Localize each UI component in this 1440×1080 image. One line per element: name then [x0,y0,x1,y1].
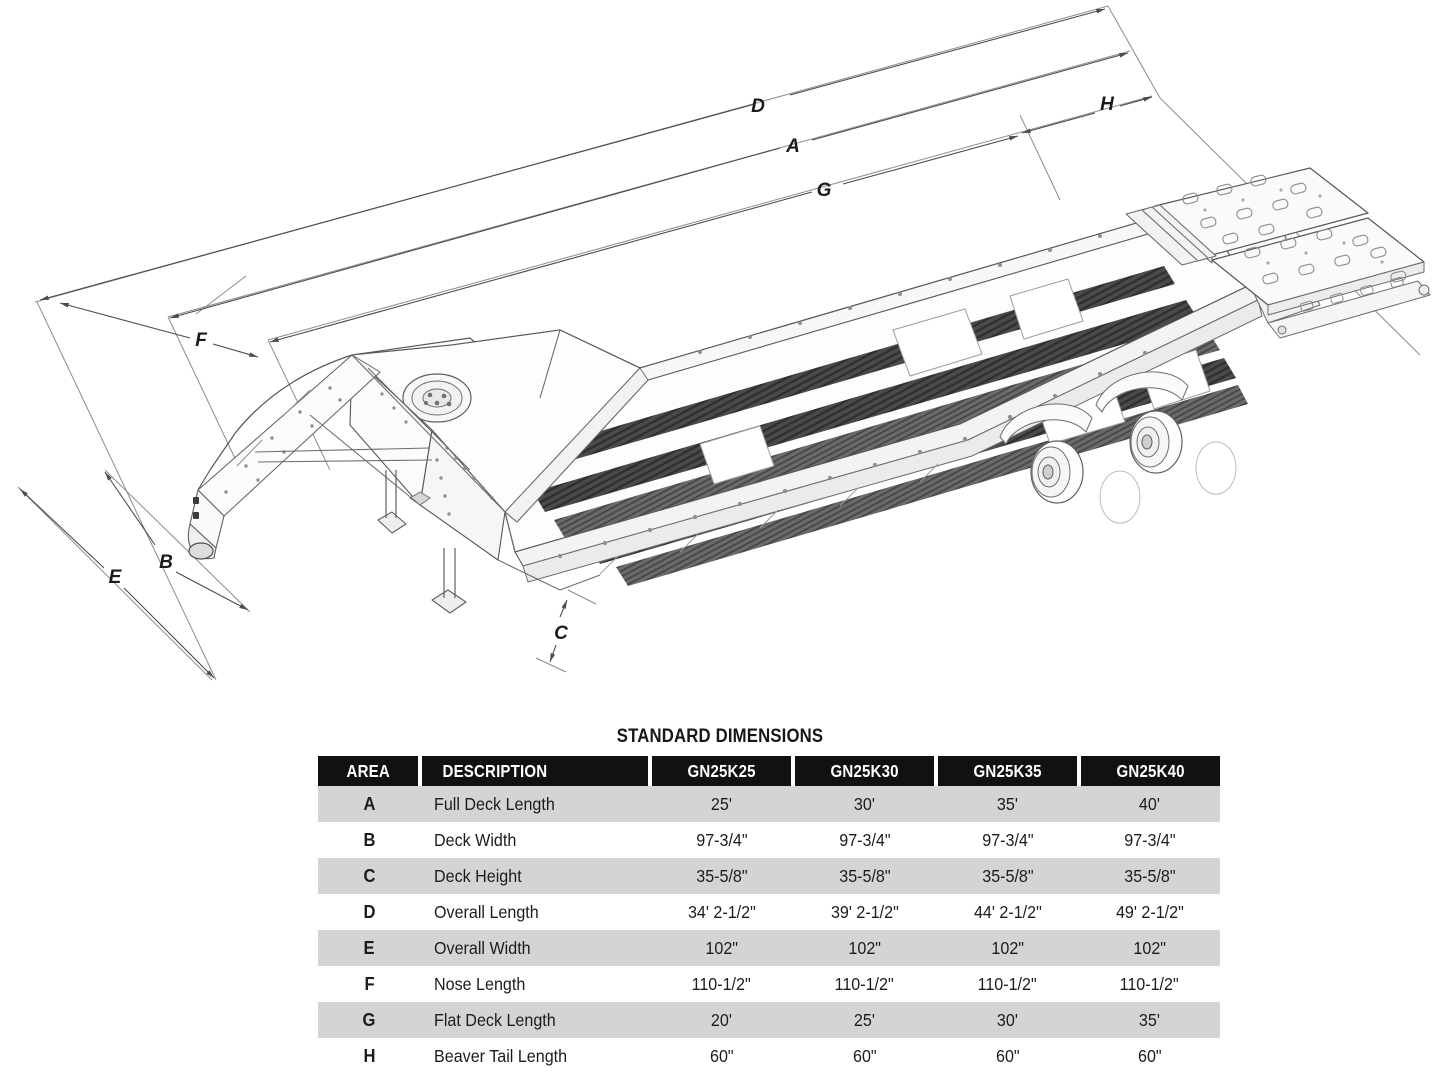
row-description-h: Beaver Tail Length [420,1038,650,1074]
table-title: STANDARD DIMENSIONS [616,726,824,747]
row-description-b: Deck Width [420,822,650,858]
row-description-g: Flat Deck Length [420,1002,650,1038]
table-row: D Overall Length 34' 2-1/2" 39' 2-1/2" 4… [318,894,1220,930]
row-c-gn25k30: 35-5/8" [793,858,936,894]
table-row: E Overall Width 102" 102" 102" 102" [318,930,1220,966]
row-description-d: Overall Length [420,894,650,930]
dim-label-D: D [751,96,765,117]
column-header-gn25k40: GN25K40 [1079,756,1220,786]
wheel-rear [1129,410,1183,474]
row-c-gn25k40: 35-5/8" [1079,858,1220,894]
row-c-gn25k25: 35-5/8" [650,858,793,894]
row-description-f: Nose Length [420,966,650,1002]
row-area-e: E [318,930,420,966]
gooseneck-coupler [188,489,225,560]
column-header-area: AREA [318,756,420,786]
column-header-description: DESCRIPTION [420,756,650,786]
rail-rivets [557,350,1148,559]
cross-members [599,463,939,575]
row-area-d: D [318,894,420,930]
row-d-gn25k40: 49' 2-1/2" [1079,894,1220,930]
row-b-gn25k25: 97-3/4" [650,822,793,858]
row-h-gn25k35: 60" [936,1038,1079,1074]
row-h-gn25k40: 60" [1079,1038,1220,1074]
dim-label-G: G [817,180,832,201]
row-area-h: H [318,1038,420,1074]
row-a-gn25k25: 25' [650,786,793,822]
dim-label-E: E [109,567,123,588]
row-description-e: Overall Width [420,930,650,966]
gooseneck-truss [254,354,506,513]
row-f-gn25k30: 110-1/2" [793,966,936,1002]
table-row: C Deck Height 35-5/8" 35-5/8" 35-5/8" 35… [318,858,1220,894]
table-row: A Full Deck Length 25' 30' 35' 40' [318,786,1220,822]
dimension-labels: D A G H F E B C [109,94,1115,644]
row-e-gn25k40: 102" [1079,930,1220,966]
row-e-gn25k35: 102" [936,930,1079,966]
column-header-gn25k25: GN25K25 [650,756,793,786]
row-area-f: F [318,966,420,1002]
table-row: H Beaver Tail Length 60" 60" 60" 60" [318,1038,1220,1074]
dim-label-A: A [785,136,800,157]
gooseneck-arm-top [197,354,353,491]
dim-label-H: H [1100,94,1115,115]
standard-dimensions-section: STANDARD DIMENSIONS AREA DESCRIPTION GN2… [318,726,1220,1074]
table-header-row: AREA DESCRIPTION GN25K25 GN25K30 GN25K35… [318,756,1220,786]
row-h-gn25k30: 60" [793,1038,936,1074]
column-header-gn25k30: GN25K30 [793,756,936,786]
row-f-gn25k35: 110-1/2" [936,966,1079,1002]
row-g-gn25k35: 30' [936,1002,1079,1038]
row-d-gn25k30: 39' 2-1/2" [793,894,936,930]
rear-bumper [1267,276,1431,339]
row-description-c: Deck Height [420,858,650,894]
row-g-gn25k25: 20' [650,1002,793,1038]
row-d-gn25k25: 34' 2-1/2" [650,894,793,930]
row-area-g: G [318,1002,420,1038]
axle-assembly [999,371,1237,524]
standard-dimensions-table: AREA DESCRIPTION GN25K25 GN25K30 GN25K35… [318,756,1220,1074]
row-f-gn25k40: 110-1/2" [1079,966,1220,1002]
row-area-c: C [318,858,420,894]
landing-gear [377,470,467,614]
trailer-isometric-svg: D A G H F E B C [17,5,1431,681]
row-e-gn25k25: 102" [650,930,793,966]
ramp-hinge [1125,204,1217,266]
row-description-a: Full Deck Length [420,786,650,822]
dim-label-B: B [159,552,173,573]
row-a-gn25k30: 30' [793,786,936,822]
row-area-a: A [318,786,420,822]
row-g-gn25k40: 35' [1079,1002,1220,1038]
dimension-arrows [19,8,1153,679]
deck-frame-beam [522,299,1263,583]
upper-rail-rivets [698,220,1152,354]
row-h-gn25k25: 60" [650,1038,793,1074]
wheel-front [1030,440,1084,504]
column-header-gn25k35: GN25K35 [936,756,1079,786]
trailer-drawing: D A G H F E B C [17,5,1431,681]
row-f-gn25k25: 110-1/2" [650,966,793,1002]
row-g-gn25k30: 25' [793,1002,936,1038]
row-b-gn25k30: 97-3/4" [793,822,936,858]
row-b-gn25k40: 97-3/4" [1079,822,1220,858]
row-area-b: B [318,822,420,858]
dim-label-C: C [554,623,568,644]
row-d-gn25k35: 44' 2-1/2" [936,894,1079,930]
dim-label-F: F [195,330,208,351]
trailer-body [188,167,1431,614]
table-row: G Flat Deck Length 20' 25' 30' 35' [318,1002,1220,1038]
row-a-gn25k35: 35' [936,786,1079,822]
row-c-gn25k35: 35-5/8" [936,858,1079,894]
row-a-gn25k40: 40' [1079,786,1220,822]
table-row: F Nose Length 110-1/2" 110-1/2" 110-1/2"… [318,966,1220,1002]
row-e-gn25k30: 102" [793,930,936,966]
gooseneck-assembly [188,329,649,614]
row-b-gn25k35: 97-3/4" [936,822,1079,858]
table-row: B Deck Width 97-3/4" 97-3/4" 97-3/4" 97-… [318,822,1220,858]
